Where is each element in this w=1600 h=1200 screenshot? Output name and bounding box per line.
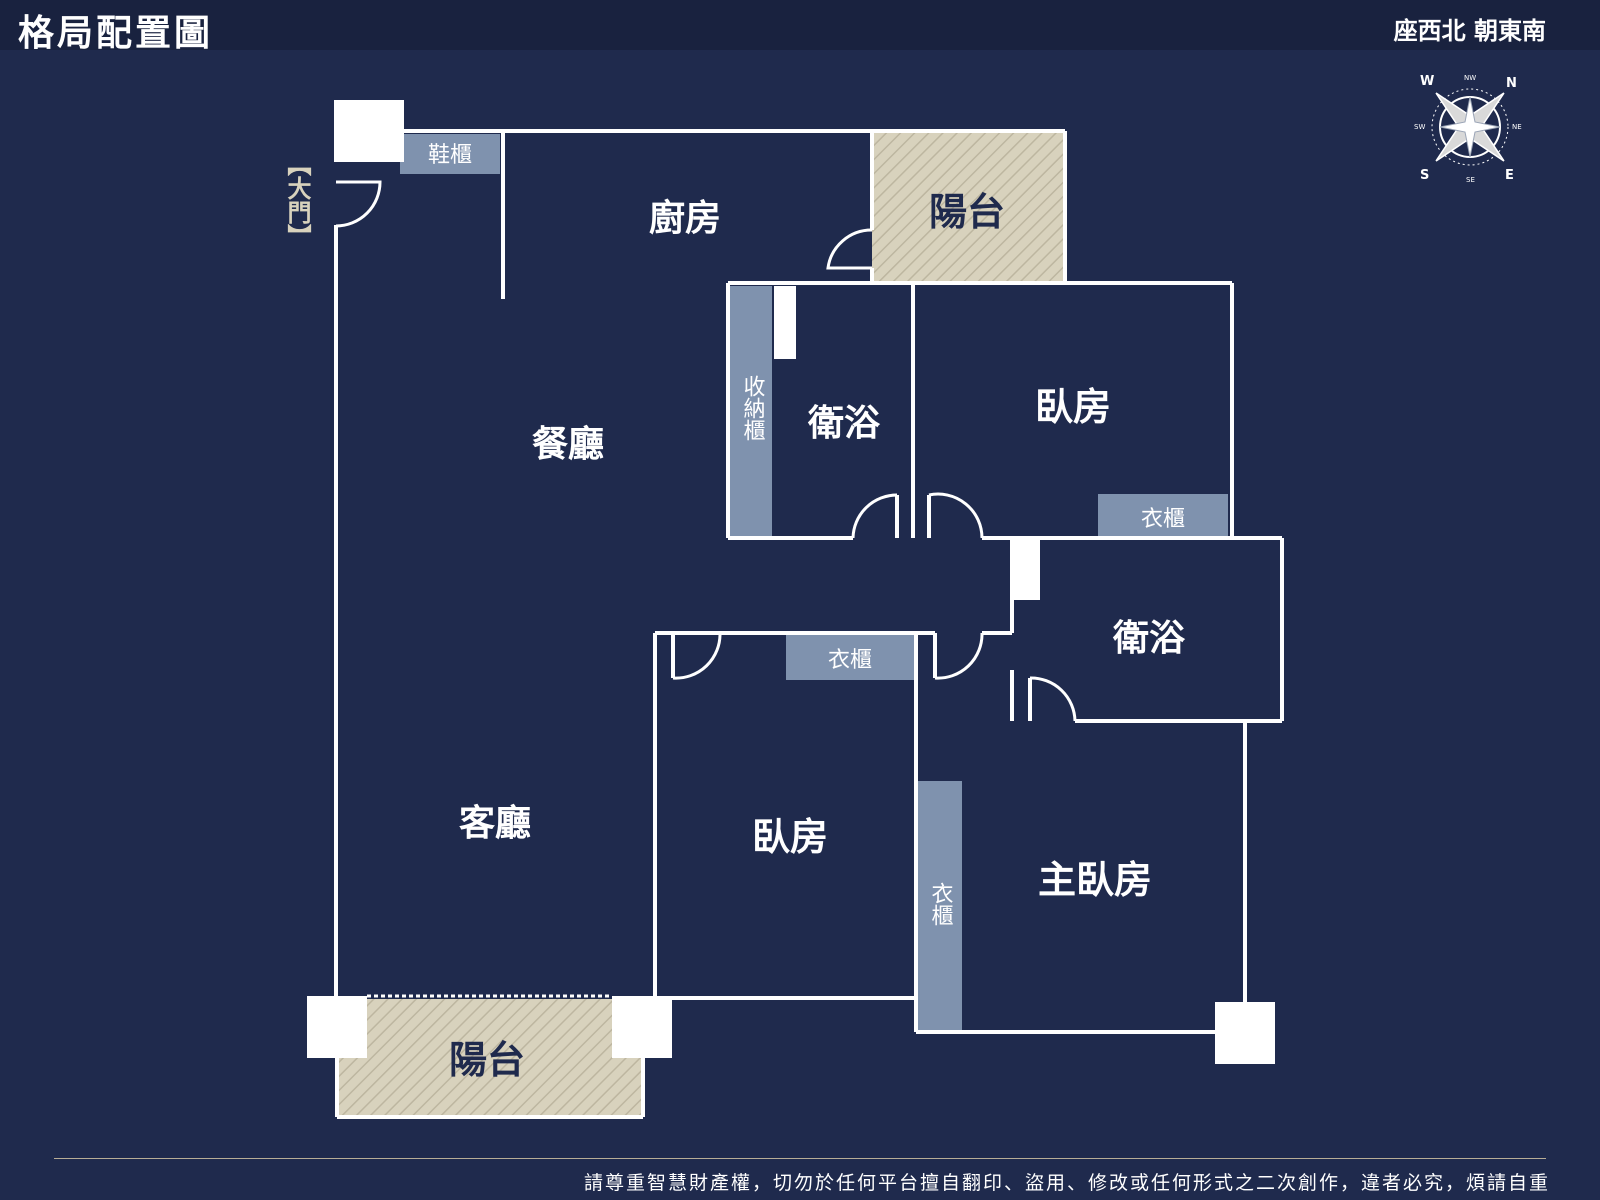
wardrobe-top-label: 衣櫃: [1141, 507, 1185, 532]
kitchen-label: 廚房: [649, 197, 721, 239]
shoe-cabinet-label: 鞋櫃: [428, 143, 472, 168]
bath-left-label: 衛浴: [807, 403, 881, 444]
wardrobe-mid-label: 衣櫃: [828, 648, 872, 673]
svg-text:NW: NW: [1464, 74, 1476, 82]
bath-right-label: 衛浴: [1112, 618, 1186, 659]
header-bar: [0, 0, 1600, 50]
copyright-notice: 請尊重智慧財產權，切勿於任何平台擅自翻印、盜用、修改或任何形式之二次創作，違者必…: [583, 1172, 1550, 1194]
svg-text:E: E: [1505, 168, 1514, 183]
orientation-label: 座西北 朝東南: [1393, 17, 1546, 45]
column-bathright: [1012, 540, 1040, 600]
wardrobe-master: [918, 781, 962, 1031]
svg-text:SE: SE: [1466, 176, 1475, 184]
page-title: 格局配置圖: [18, 13, 214, 54]
entrance-label: 【大門】: [283, 152, 311, 248]
balcony-bottom-label: 陽台: [449, 1038, 525, 1082]
balcony-top-label: 陽台: [929, 190, 1005, 234]
svg-text:S: S: [1420, 168, 1429, 183]
svg-text:N: N: [1506, 76, 1517, 91]
wardrobe-mid: [786, 635, 914, 680]
living-label: 客廳: [459, 802, 531, 844]
wardrobe-top: [1098, 494, 1228, 538]
column-bathleft: [774, 286, 796, 359]
column-bottom-left: [307, 996, 367, 1058]
dining-label: 餐廳: [532, 423, 604, 465]
master-label: 主臥房: [1038, 858, 1152, 902]
storage-cabinet: [728, 286, 772, 538]
svg-text:NE: NE: [1512, 123, 1522, 131]
shoe-cabinet: [400, 134, 500, 174]
door-swings: [335, 180, 1077, 722]
column-entry: [334, 100, 404, 162]
storage-label: 收納櫃: [740, 375, 766, 441]
wardrobe-master-label: 衣櫃: [928, 882, 954, 926]
bedroom-mid-label: 臥房: [752, 815, 828, 859]
svg-text:SW: SW: [1414, 123, 1425, 131]
balcony-bottom: [337, 999, 643, 1119]
column-bottom-right: [1215, 1002, 1275, 1064]
bedroom-top-label: 臥房: [1035, 385, 1111, 429]
footer-divider: [54, 1158, 1546, 1159]
compass-icon: N E W S NW NE SE SW: [1414, 74, 1522, 184]
svg-text:W: W: [1420, 74, 1434, 89]
walls: [334, 129, 1284, 1119]
balcony-top: [872, 131, 1065, 283]
column-bottom-mid: [612, 996, 672, 1058]
